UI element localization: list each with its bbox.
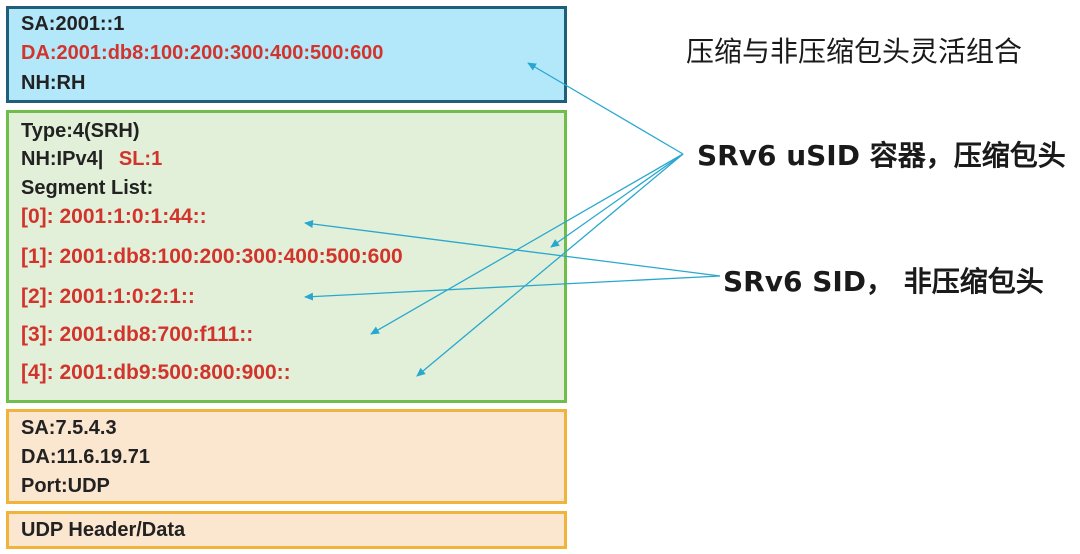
udp-box: UDP Header/Data [6,511,567,549]
ipv4-source-address: SA:7.5.4.3 [21,417,117,439]
srh-type: Type:4(SRH) [21,120,140,142]
ipv4-header-box: SA:7.5.4.3 DA:11.6.19.71 Port:UDP [6,409,567,504]
diagram-title: 压缩与非压缩包头灵活组合 [686,35,1023,68]
segment-1: [1]: 2001:db8:100:200:300:400:500:600 [21,245,403,268]
sid-annotation: SRv6 SID， 非压缩包头 [723,265,1044,298]
segment-0: [0]: 2001:1:0:1:44:: [21,205,207,228]
srh-box: Type:4(SRH) NH:IPv4| SL:1 Segment List: … [6,110,567,403]
srh-nh-value: NH:IPv4| [21,148,104,170]
ipv6-source-address: SA:2001::1 [21,13,125,35]
srh-segments-left: SL:1 [118,148,163,170]
udp-label: UDP Header/Data [21,519,186,541]
ipv6-header-box: SA:2001::1 DA:2001:db8:100:200:300:400:5… [6,6,567,103]
srh-next-header: NH:IPv4| SL:1 [21,148,162,171]
ipv4-port: Port:UDP [21,475,110,497]
segment-2: [2]: 2001:1:0:2:1:: [21,285,195,308]
ipv6-next-header: NH:RH [21,72,86,94]
ipv6-destination-address: DA:2001:db8:100:200:300:400:500:600 [21,42,384,64]
segment-4: [4]: 2001:db9:500:800:900:: [21,361,291,384]
ipv4-destination-address: DA:11.6.19.71 [21,446,150,468]
arrow-usid-to-segment-1 [550,153,684,248]
segment-list-label: Segment List: [21,177,154,199]
usid-annotation: SRv6 uSID 容器，压缩包头 [697,139,1066,172]
segment-3: [3]: 2001:db8:700:f111:: [21,323,254,346]
